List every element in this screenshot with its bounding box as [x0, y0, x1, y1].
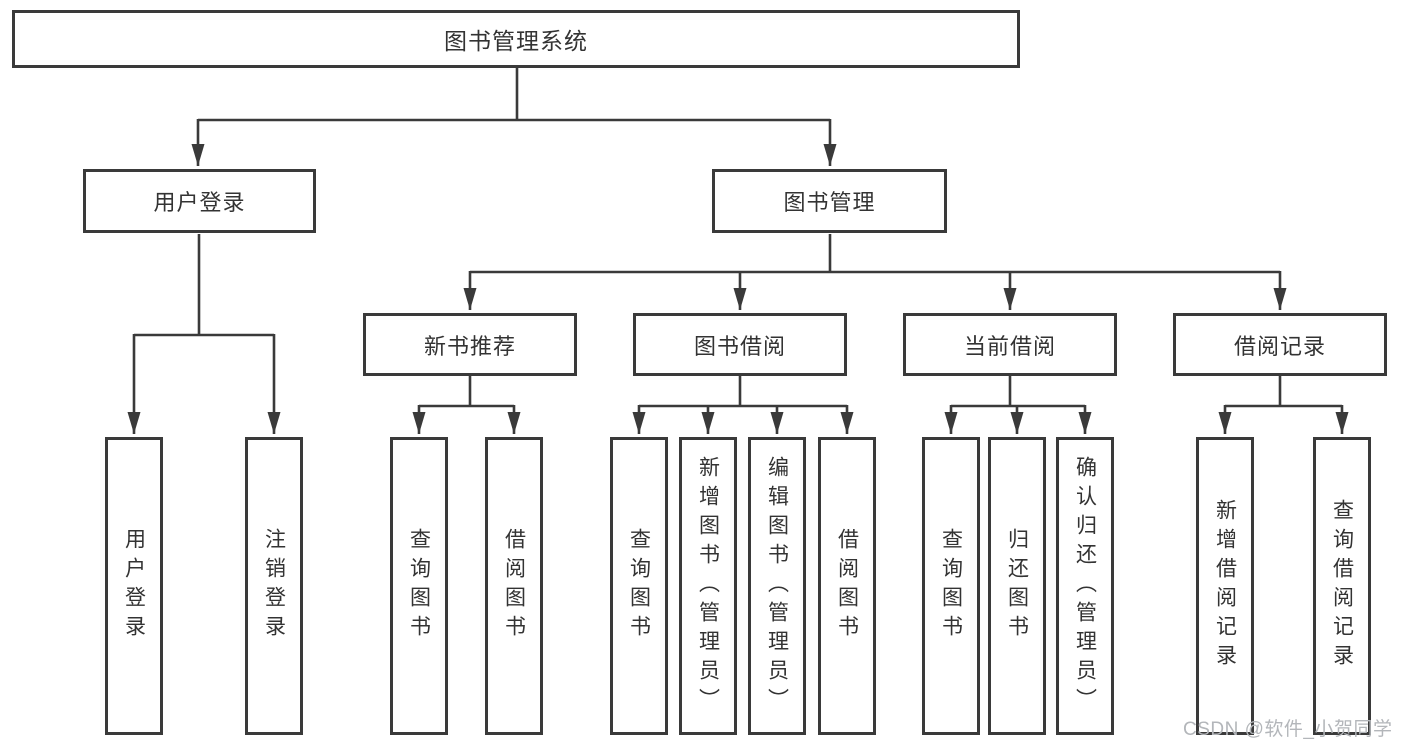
node-current-borrow-label: 当前借阅: [963, 333, 1056, 359]
leaf-query-book: 查询图书: [610, 437, 668, 735]
leaf-user-login-label: 用户登录: [122, 528, 146, 644]
node-book-borrow-label: 图书借阅: [693, 333, 786, 359]
csdn-watermark: CSDN @软件_小贺同学: [1183, 719, 1393, 740]
leaf-add-book-admin-label: 新增图书（管理员）: [696, 455, 720, 717]
leaf-query-book-label: 查询图书: [939, 528, 963, 644]
leaf-add-book-admin: 新增图书（管理员）: [679, 437, 737, 735]
leaf-query-book-label: 查询图书: [407, 528, 431, 644]
node-book-management-label: 图书管理: [783, 190, 876, 215]
node-book-borrow: 图书借阅: [633, 313, 847, 376]
node-root-system-label: 图书管理系统: [444, 28, 588, 54]
leaf-confirm-return-admin-label: 确认归还（管理员）: [1073, 455, 1097, 717]
node-borrow-record: 借阅记录: [1173, 313, 1387, 376]
node-borrow-record-label: 借阅记录: [1233, 333, 1326, 359]
leaf-query-book-label: 查询图书: [627, 528, 651, 644]
leaf-query-borrow-record: 查询借阅记录: [1313, 437, 1371, 735]
node-book-management: 图书管理: [712, 169, 947, 233]
node-user-login: 用户登录: [83, 169, 316, 233]
leaf-user-login: 用户登录: [105, 437, 163, 735]
leaf-edit-book-admin-label: 编辑图书（管理员）: [765, 455, 789, 717]
leaf-query-book: 查询图书: [390, 437, 448, 735]
node-current-borrow: 当前借阅: [903, 313, 1117, 376]
leaf-borrow-book: 借阅图书: [818, 437, 876, 735]
leaf-borrow-book: 借阅图书: [485, 437, 543, 735]
node-root-system: 图书管理系统: [12, 10, 1020, 68]
leaf-query-book: 查询图书: [922, 437, 980, 735]
leaf-logout-login: 注销登录: [245, 437, 303, 735]
leaf-edit-book-admin: 编辑图书（管理员）: [748, 437, 806, 735]
leaf-return-book: 归还图书: [988, 437, 1046, 735]
leaf-query-borrow-record-label: 查询借阅记录: [1330, 499, 1354, 673]
node-user-login-label: 用户登录: [153, 190, 246, 215]
leaf-borrow-book-label: 借阅图书: [502, 528, 526, 644]
leaf-confirm-return-admin: 确认归还（管理员）: [1056, 437, 1114, 735]
leaf-borrow-book-label: 借阅图书: [835, 528, 859, 644]
node-new-book-recommend-label: 新书推荐: [423, 333, 516, 359]
leaf-add-borrow-record: 新增借阅记录: [1196, 437, 1254, 735]
leaf-return-book-label: 归还图书: [1005, 528, 1029, 644]
leaf-logout-login-label: 注销登录: [262, 528, 286, 644]
node-new-book-recommend: 新书推荐: [363, 313, 577, 376]
leaf-add-borrow-record-label: 新增借阅记录: [1213, 499, 1237, 673]
